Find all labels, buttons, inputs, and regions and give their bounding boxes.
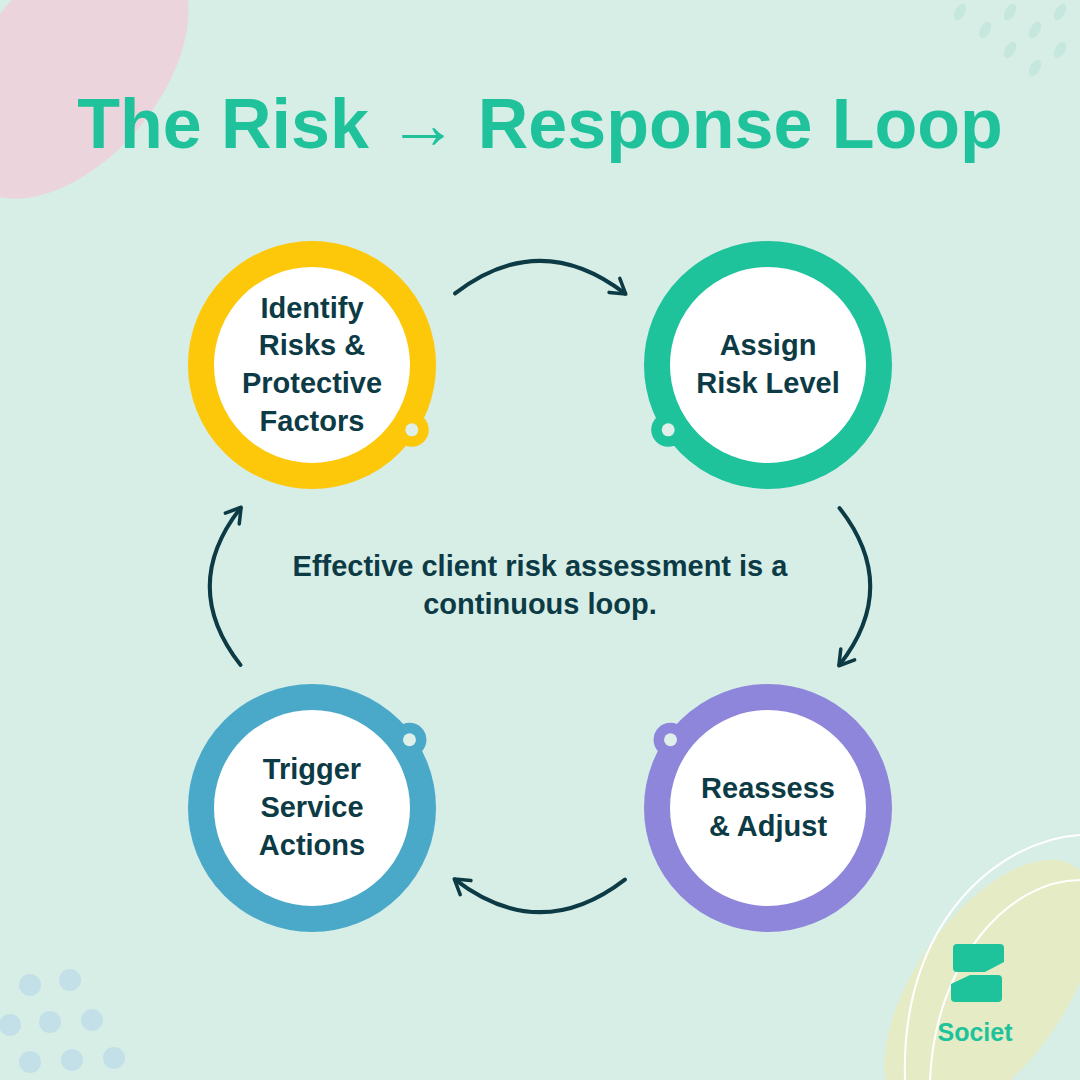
curved-arrow: [210, 508, 241, 665]
ring-fill: [201, 697, 423, 919]
step-text: Reassess & Adjust: [688, 770, 848, 845]
knob-dot: [405, 423, 418, 436]
step-text: Trigger Service Actions: [232, 751, 392, 864]
ring-fill: [657, 254, 879, 476]
ring-outline: [643, 240, 893, 490]
curved-arrow: [840, 508, 871, 665]
logo-icon: [951, 944, 1004, 1002]
step-text: Assign Risk Level: [688, 327, 848, 402]
ring-fill: [201, 254, 423, 476]
ring-fill: [657, 697, 879, 919]
title: The Risk → Response Loop: [0, 86, 1080, 163]
loop-step-circle: Trigger Service Actions: [187, 683, 437, 933]
knob-dot: [664, 733, 677, 746]
logo-text: Societ: [925, 1016, 1025, 1049]
dot-pattern: [0, 969, 125, 1073]
white-curve: [905, 835, 1080, 1080]
dash-pattern: [951, 2, 1069, 79]
ring-outline: [187, 240, 437, 490]
center-note: Effective client risk assessment is a co…: [250, 548, 830, 623]
knob-dot: [662, 423, 675, 436]
loop-step-circle: Reassess & Adjust: [643, 683, 893, 933]
curved-arrow: [455, 880, 625, 913]
loop-step-circle: Assign Risk Level: [643, 240, 893, 490]
white-curve: [930, 880, 1080, 1080]
curved-arrow: [455, 261, 625, 294]
ring-outline: [643, 683, 893, 933]
knob-dot: [403, 733, 416, 746]
step-text: Identify Risks & Protective Factors: [232, 290, 392, 441]
loop-step-circle: Identify Risks & Protective Factors: [187, 240, 437, 490]
